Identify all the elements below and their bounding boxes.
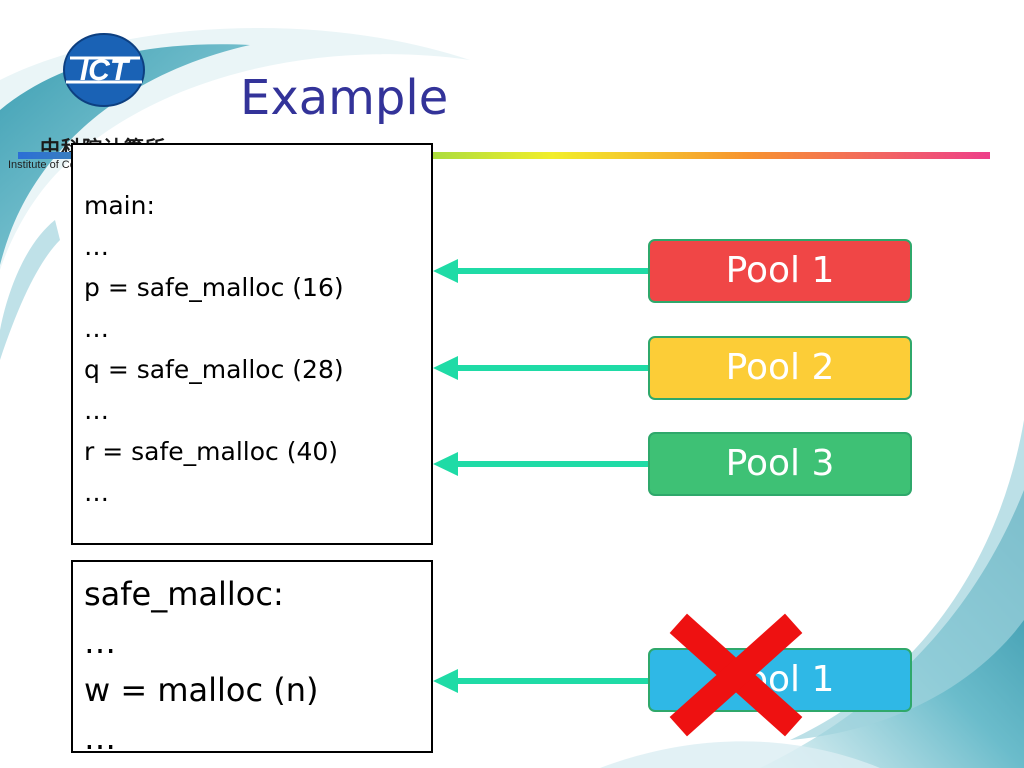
code-line: main: (84, 191, 155, 220)
code-line: q = safe_malloc (28) (84, 355, 344, 384)
title-divider (18, 152, 990, 159)
code-line: r = safe_malloc (40) (84, 437, 339, 466)
page-title: Example (240, 70, 449, 126)
pool-box: Pool 1 (648, 239, 912, 303)
pool-box: Pool 1 (648, 648, 912, 712)
code-line: … (84, 478, 109, 507)
safe-malloc-code-box: safe_malloc: … w = malloc (n) … (71, 560, 433, 757)
ict-logo-icon (64, 34, 144, 106)
institute-logo: ICT 中科院计算所 Institute of Computing Techno… (0, 28, 220, 171)
pool-box: Pool 2 (648, 336, 912, 400)
code-line: … (84, 719, 116, 757)
code-line: safe_malloc: (84, 575, 284, 613)
code-line: … (84, 396, 109, 425)
code-line: … (84, 314, 109, 343)
pool-box: Pool 3 (648, 432, 912, 496)
logo-abbr: ICT (80, 54, 131, 87)
code-line: w = malloc (n) (84, 671, 319, 709)
code-line: p = safe_malloc (16) (84, 273, 344, 302)
main-code-box: main: … p = safe_malloc (16) … q = safe_… (71, 143, 433, 545)
code-line: … (84, 623, 116, 661)
code-line: … (84, 232, 109, 261)
